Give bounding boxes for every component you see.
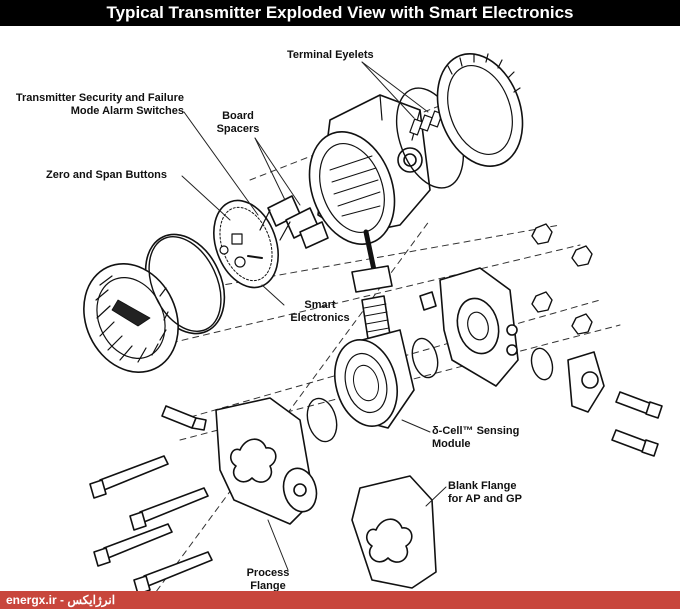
label-dcell-line-2: Module [432,438,471,450]
bolts-right [611,391,663,457]
label-blank-line-2: for AP and GP [448,493,522,505]
label-dcell-line-1: δ-Cell™ Sensing [432,425,520,437]
label-process-flange: Process Flange [236,567,300,593]
label-board-line-1: Board [222,110,254,122]
label-smart-electronics: Smart Electronics [282,299,358,325]
blank-flange [351,475,437,589]
label-sensing-module: δ-Cell™ Sensing Module [432,425,519,451]
drain-plug [161,405,207,431]
diagram-title: Typical Transmitter Exploded View with S… [0,0,680,26]
module-o-ring-right [411,337,439,379]
blank-flange-plug [567,351,605,413]
label-security-switches: Transmitter Security and Failure Mode Al… [4,92,184,118]
label-blank-line-1: Blank Flange [448,480,517,492]
footer-bar: energx.ir - انرژایکس [0,591,680,609]
electronics-housing [308,94,431,245]
label-board-line-2: Spacers [216,123,260,135]
label-process-line-2: Flange [250,580,286,592]
smart-electronics-board [213,199,279,289]
label-blank-flange: Blank Flange for AP and GP [448,480,522,506]
exploded-view-diagram [83,53,663,591]
module-o-ring-left [306,397,338,443]
nuts [531,223,593,335]
leader-lines [181,61,447,571]
board-spacers [259,195,329,249]
label-terminal-eyelets: Terminal Eyelets [287,49,374,61]
label-security-line-1: Transmitter Security and Failure [15,92,184,104]
label-zero-span-buttons: Zero and Span Buttons [46,169,167,181]
label-board-spacers: Board Spacers [210,110,266,136]
process-flange-left [215,397,318,525]
label-security-line-2: Mode Alarm Switches [70,105,184,117]
label-smart-line-1: Smart [304,299,336,311]
label-process-line-1: Process [246,567,290,579]
sensing-module [334,329,415,429]
process-flange-right [419,267,519,387]
bolts-left [89,455,213,591]
front-cover [83,233,226,373]
label-smart-line-2: Electronics [290,312,350,324]
rear-cover [436,53,524,167]
footer-text: energx.ir - انرژایکس [6,593,116,607]
flange-o-ring-right [530,347,554,381]
front-o-ring [148,236,222,332]
